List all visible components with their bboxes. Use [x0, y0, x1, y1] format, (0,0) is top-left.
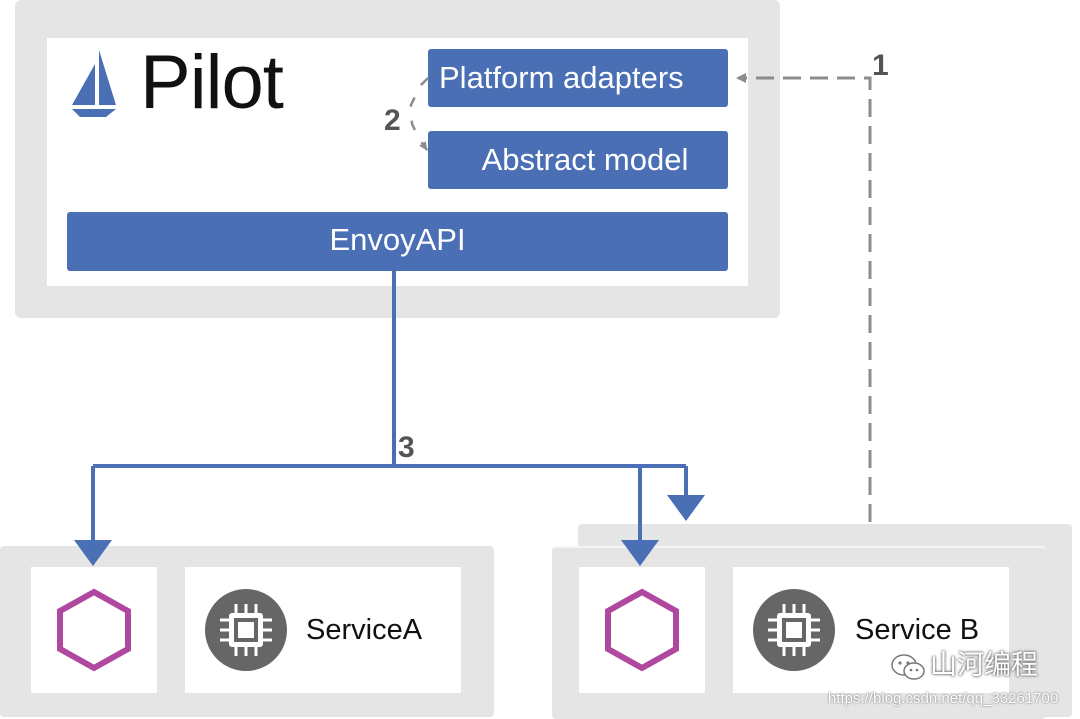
- service-b-sidecar-card: [579, 567, 705, 693]
- hexagon-sidecar-icon: [605, 588, 679, 672]
- service-b-label: Service B: [855, 614, 980, 646]
- abstract-model-box: Abstract model: [428, 131, 728, 189]
- arrowhead-service-b: [621, 540, 659, 566]
- service-a-label: ServiceA: [306, 614, 423, 646]
- arrowhead-service-a: [74, 540, 112, 566]
- chip-icon: [205, 589, 287, 671]
- hexagon-sidecar-icon: [57, 588, 131, 672]
- istio-sail-logo-icon: [72, 50, 116, 117]
- wechat-icon: [891, 654, 925, 680]
- watermark-url: https://blog.csdn.net/qq_33261700: [828, 690, 1059, 707]
- chip-icon: [753, 589, 835, 671]
- arrowhead-service-b-back: [667, 495, 705, 521]
- platform-adapters-box: Platform adapters: [428, 49, 728, 107]
- step2-dashed-connector: [409, 77, 429, 151]
- step-label-3: 3: [398, 431, 415, 464]
- watermark-brand: 山河编程: [930, 650, 1038, 681]
- pilot-title: Pilot: [140, 40, 284, 125]
- step3-connector: [91, 271, 688, 545]
- step1-dashed-connector: [736, 73, 872, 522]
- step-label-1: 1: [872, 49, 889, 82]
- envoy-api-box: EnvoyAPI: [67, 212, 728, 271]
- service-a-sidecar-card: [31, 567, 157, 693]
- step-label-2: 2: [384, 104, 401, 137]
